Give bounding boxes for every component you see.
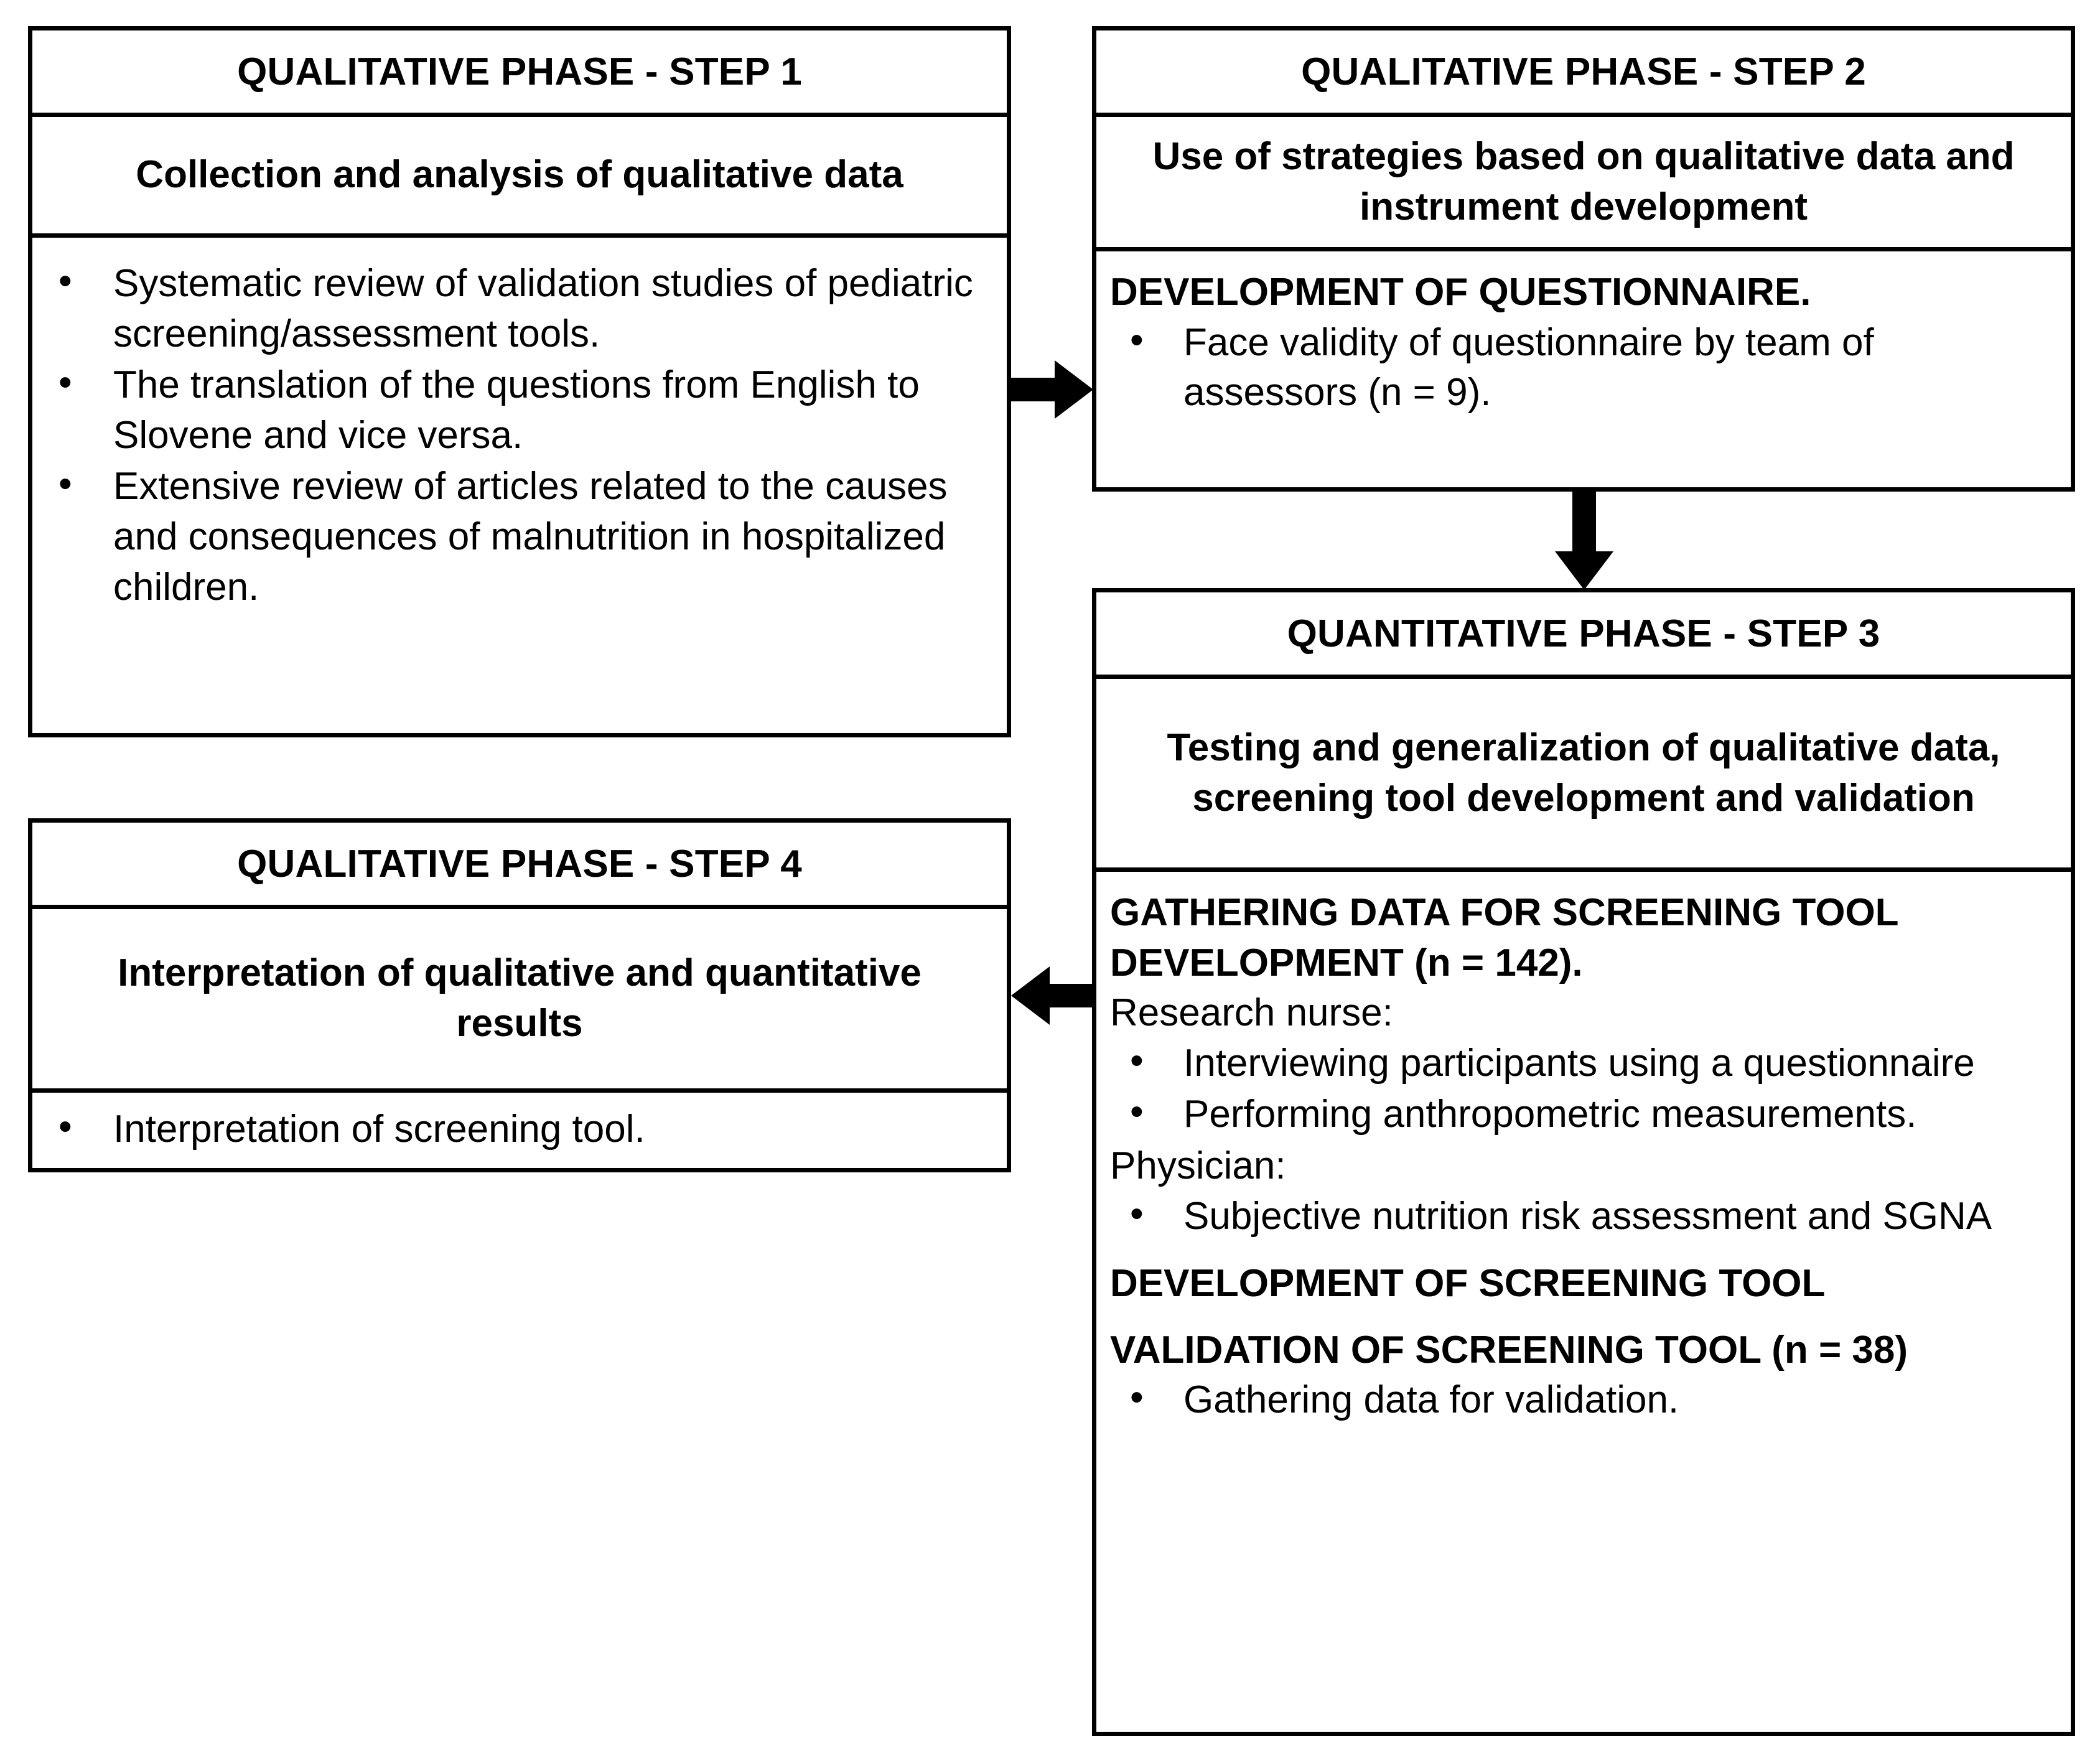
step1-bullet-list: Systematic review of validation studies … <box>39 256 986 612</box>
spacer <box>1110 1243 2056 1259</box>
box-quantitative-phase-step-3: QUANTITATIVE PHASE - STEP 3 Testing and … <box>1092 588 2075 1736</box>
step3-heading-development-of-screening-tool: DEVELOPMENT OF SCREENING TOOL <box>1110 1262 1826 1306</box>
step2-title: QUALITATIVE PHASE - STEP 2 <box>1301 50 1866 93</box>
arrow-shaft <box>1048 984 1093 1007</box>
step3-role-research-nurse-label: Research nurse: <box>1110 991 1393 1035</box>
step2-body: DEVELOPMENT OF QUESTIONNAIRE. Face valid… <box>1096 247 2071 483</box>
spacer <box>1110 1309 2056 1325</box>
step1-body: Systematic review of validation studies … <box>32 233 1007 733</box>
list-item: Face validity of questionnaire by team o… <box>1110 315 2056 418</box>
box-qualitative-phase-step-4: QUALITATIVE PHASE - STEP 4 Interpretatio… <box>28 818 1011 1172</box>
list-item: Gathering data for validation. <box>1110 1373 2056 1426</box>
step4-bullet-list: Interpretation of screening tool. <box>39 1102 986 1156</box>
arrow-right-icon-step1-to-step2 <box>1011 360 1093 419</box>
list-item: Extensive review of articles related to … <box>39 459 986 612</box>
step3-heading-validation-of-screening-tool: VALIDATION OF SCREENING TOOL (n = 38) <box>1110 1328 1908 1371</box>
arrow-shaft <box>1572 490 1596 553</box>
step2-bullet-list: Face validity of questionnaire by team o… <box>1110 315 2056 418</box>
step4-subtitle: Interpretation of qualitative and quanti… <box>32 905 1007 1088</box>
step1-subtitle: Collection and analysis of qualitative d… <box>32 113 1007 233</box>
step3-subtitle: Testing and generalization of qualitativ… <box>1096 675 2071 867</box>
arrow-shaft <box>1011 378 1056 401</box>
step4-body: Interpretation of screening tool. <box>32 1088 1007 1168</box>
box-qualitative-phase-step-2: QUALITATIVE PHASE - STEP 2 Use of strate… <box>1092 26 2075 492</box>
arrow-head <box>1555 551 1613 590</box>
arrow-head <box>1055 360 1093 419</box>
list-item: Systematic review of validation studies … <box>39 256 986 359</box>
list-item: Interviewing participants using a questi… <box>1110 1036 2056 1089</box>
step2-heading-development-of-questionnaire: DEVELOPMENT OF QUESTIONNAIRE. <box>1110 271 1811 314</box>
step3-nurse-bullet-list: Interviewing participants using a questi… <box>1110 1036 2056 1140</box>
step3-title: QUANTITATIVE PHASE - STEP 3 <box>1287 612 1880 655</box>
step3-physician-bullet-list: Subjective nutrition risk assessment and… <box>1110 1189 2056 1242</box>
list-item: Performing anthropometric measurements. <box>1110 1087 2056 1140</box>
step2-subtitle: Use of strategies based on qualitative d… <box>1096 113 2071 247</box>
list-item: The translation of the questions from En… <box>39 358 986 460</box>
arrow-down-icon-step2-to-step3 <box>1554 490 1614 590</box>
step3-validation-bullet-list: Gathering data for validation. <box>1110 1373 2056 1426</box>
arrow-left-icon-step3-to-step4 <box>1011 966 1093 1026</box>
step3-body: GATHERING DATA FOR SCREENING TOOL DEVELO… <box>1096 867 2071 1726</box>
step3-heading-gathering-data: GATHERING DATA FOR SCREENING TOOL DEVELO… <box>1110 891 1898 984</box>
list-item: Subjective nutrition risk assessment and… <box>1110 1189 2056 1242</box>
arrow-head <box>1011 966 1050 1025</box>
step4-title: QUALITATIVE PHASE - STEP 4 <box>237 842 802 885</box>
box-qualitative-phase-step-1: QUALITATIVE PHASE - STEP 1 Collection an… <box>28 26 1011 737</box>
step3-role-physician-label: Physician: <box>1110 1144 1286 1187</box>
step1-title: QUALITATIVE PHASE - STEP 1 <box>237 50 802 93</box>
list-item: Interpretation of screening tool. <box>39 1102 986 1155</box>
